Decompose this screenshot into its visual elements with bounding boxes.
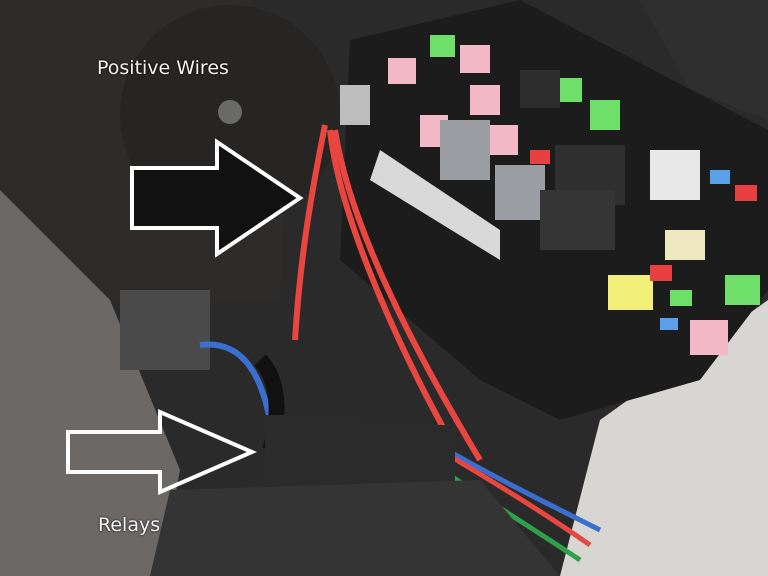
arrow-right-icon	[130, 138, 304, 258]
relay-left	[265, 415, 360, 490]
positive-terminal	[340, 85, 370, 125]
connector	[120, 290, 210, 370]
relays-label: Relays	[98, 514, 161, 536]
positive-wires-label: Positive Wires	[97, 57, 229, 79]
white-body-panel	[560, 300, 768, 576]
fuses	[388, 35, 760, 355]
carpet-panel	[0, 190, 180, 576]
fuse-box-label	[370, 150, 500, 260]
arrow-right-outline-icon	[66, 408, 258, 496]
positive-wires	[292, 124, 483, 462]
relay-gray	[440, 120, 490, 180]
